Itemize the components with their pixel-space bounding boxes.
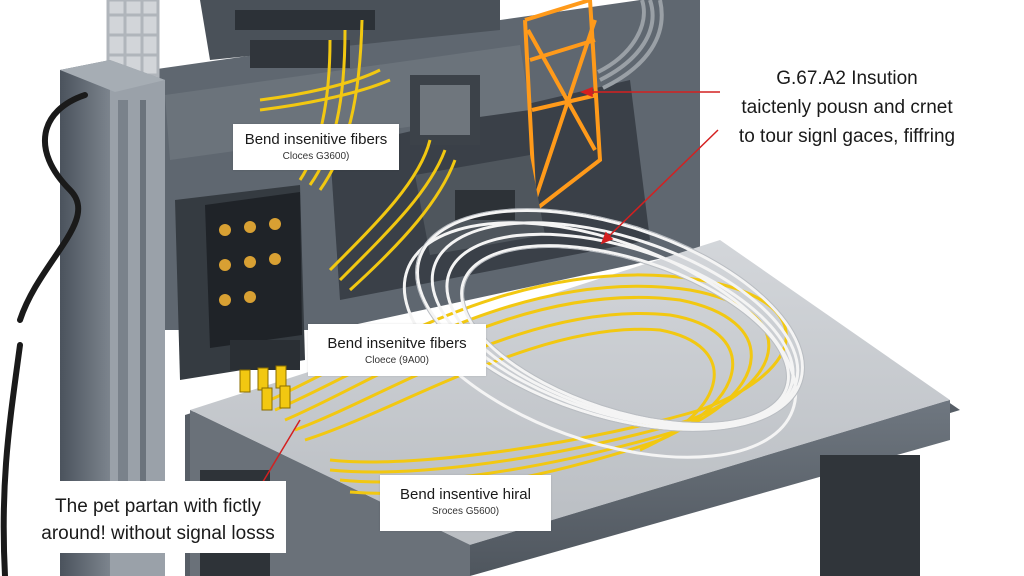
callout-bend-insensitive-middle: Bend insenitve fibers Cloece (9A00)	[308, 324, 486, 376]
callout-subtitle: Cloece (9A00)	[365, 355, 429, 366]
monitor-unit	[410, 75, 480, 145]
callout-bend-insensitive-top: Bend insenitive fibers Cloces G3600)	[233, 124, 399, 170]
callout-subtitle: Cloces G3600)	[282, 151, 350, 162]
grey-cable-coil	[597, 0, 664, 90]
callout-title: Bend insenitive fibers	[244, 131, 388, 148]
callout-line-1: The pet partan with fictly	[55, 496, 261, 517]
callout-title: Bend insenitve fibers	[327, 335, 467, 352]
callout-subtitle: Sroces G5600)	[431, 506, 500, 517]
callout-bend-insensitive-bottom: Bend insentive hiral Sroces G5600)	[380, 475, 551, 531]
control-panel-device	[175, 185, 305, 380]
callout-line-2: around! without signal losss	[41, 523, 275, 544]
callout-signal-loss: The pet partan with fictly around! witho…	[30, 481, 286, 553]
white-fiber-coil	[402, 209, 804, 459]
orange-cable-frame	[523, 0, 603, 214]
black-power-cable	[0, 92, 88, 576]
note-line-1: G.67.A2 Insution	[776, 68, 918, 89]
fiber-connectors	[239, 365, 291, 411]
callout-title: Bend insentive hiral	[400, 486, 531, 503]
note-line-3: to tour signl gaces, fiffring	[738, 126, 956, 147]
white-fiber-coil-outline	[415, 208, 805, 432]
annotation-note-right: G.67.A2 Insution taictenly pousn and crn…	[722, 64, 972, 151]
note-line-2: taictenly pousn and crnet	[741, 97, 953, 118]
